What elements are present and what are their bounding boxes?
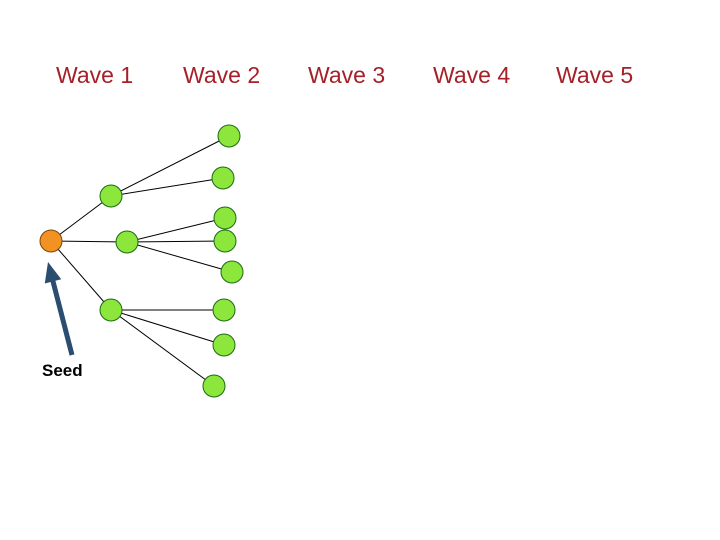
wave-node-w3-b[interactable] xyxy=(211,166,235,190)
seed-arrow-head xyxy=(44,262,62,284)
wave-node-w3-f[interactable] xyxy=(212,298,236,322)
wave-header-3: Wave 3 xyxy=(308,62,386,88)
wave-node-w2-c[interactable] xyxy=(99,298,123,322)
wave-node-w3-a[interactable] xyxy=(217,124,241,148)
edge-seed-to-w2-b xyxy=(50,240,128,243)
edge-layer xyxy=(50,135,233,387)
seed-label: Seed xyxy=(42,361,83,380)
wave-node-w3-d[interactable] xyxy=(213,229,237,253)
edge-w2-b-to-w3-e xyxy=(126,241,233,273)
wave-header-2: Wave 2 xyxy=(183,62,261,88)
wave-node-w3-e[interactable] xyxy=(220,260,244,284)
node-layer xyxy=(39,124,244,398)
seed-node[interactable] xyxy=(39,229,63,253)
seed-arrow-shaft xyxy=(49,276,75,356)
wave-header-1: Wave 1 xyxy=(56,62,134,88)
edge-seed-to-w2-a xyxy=(50,195,112,242)
edge-w2-c-to-w3-h xyxy=(110,309,215,387)
wave-node-w3-h[interactable] xyxy=(202,374,226,398)
edge-w2-a-to-w3-a xyxy=(110,135,230,197)
edge-w2-b-to-w3-d xyxy=(126,240,226,243)
wave-node-w3-g[interactable] xyxy=(212,333,236,357)
wave-node-w3-c[interactable] xyxy=(213,206,237,230)
wave-header-4: Wave 4 xyxy=(433,62,511,88)
wave-node-w2-b[interactable] xyxy=(115,230,139,254)
wave-header-5: Wave 5 xyxy=(556,62,634,88)
edge-w2-c-to-w3-g xyxy=(110,309,225,346)
seed-arrow xyxy=(44,262,75,356)
edge-seed-to-w2-c xyxy=(50,240,112,311)
edge-w2-a-to-w3-b xyxy=(110,177,224,197)
wave-node-w2-a[interactable] xyxy=(99,184,123,208)
edge-w2-b-to-w3-c xyxy=(126,217,226,243)
